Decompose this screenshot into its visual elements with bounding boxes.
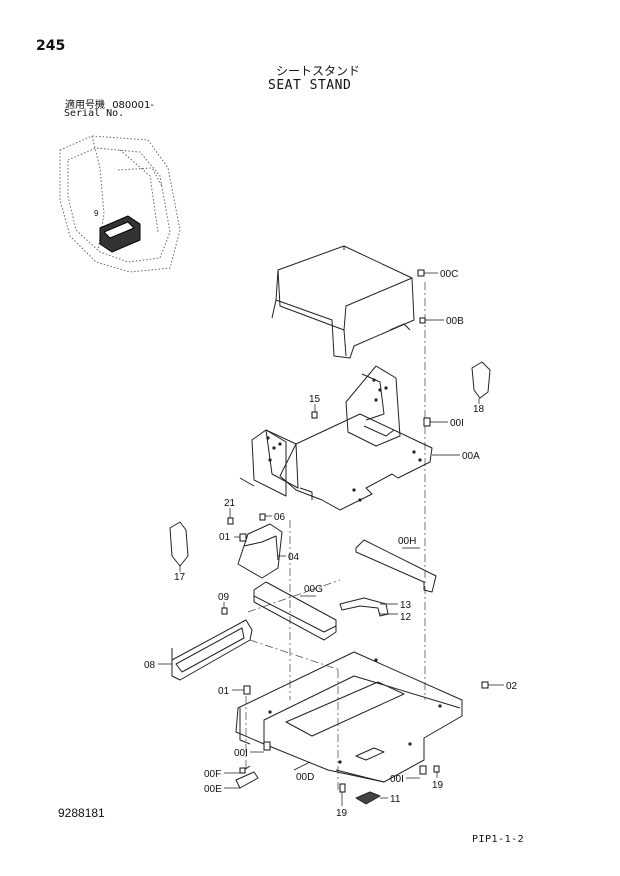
bolt-00C: [417, 269, 425, 277]
part-00G-plate: [253, 581, 337, 641]
callout-02: 02: [506, 681, 518, 692]
bolt-21: [227, 517, 234, 525]
bolt-00B: [419, 317, 426, 324]
part-08-side-cover: [171, 619, 253, 681]
bolt-09: [221, 607, 228, 615]
bolt-00I-left: [263, 741, 271, 751]
callout-11: 11: [390, 794, 401, 805]
bolt-00I-right: [419, 765, 427, 775]
serial-value: 080001-: [112, 100, 154, 111]
thumbnail-marker: 9: [94, 209, 99, 218]
part-04-bracket: [237, 523, 283, 579]
cab-location-thumbnail: [59, 135, 181, 273]
serial-applicability: 適用号機 080001-: [65, 96, 154, 111]
callout-00H: 00H: [398, 536, 416, 547]
page-reference: PIP1-1-2: [472, 834, 525, 845]
callout-19-bottom: 19: [336, 808, 348, 819]
callout-00G: 00G: [304, 584, 323, 595]
callout-00I-left: 00I: [234, 748, 248, 759]
page-number: 245: [36, 38, 66, 54]
callout-00C: 00C: [440, 269, 458, 280]
part-18-knob: [471, 361, 491, 399]
bolt-06: [259, 513, 266, 521]
bolt-00F: [239, 767, 246, 774]
callout-17: 17: [174, 572, 186, 583]
title-english: SEAT STAND: [268, 78, 352, 93]
bolt-15: [311, 411, 318, 419]
callout-labels: 00C 00B 18 15 00I 00A 21 06 01 04 17 00H…: [144, 269, 518, 819]
callout-00F: 00F: [204, 769, 221, 780]
callout-00E: 00E: [204, 784, 222, 795]
leader-lines: [158, 272, 504, 806]
callout-00B: 00B: [446, 316, 464, 327]
bolts: [221, 269, 489, 793]
part-13-12-bracket: [339, 597, 389, 617]
seat-stand-thumbnail: [99, 215, 141, 253]
document-number: 9288181: [58, 806, 105, 820]
callout-01-lower: 01: [218, 686, 230, 697]
callout-04: 04: [288, 552, 300, 563]
serial-label-en: Serial No.: [64, 108, 125, 119]
callout-00A: 00A: [462, 451, 480, 462]
serial-label-jp: 適用号機: [65, 100, 105, 111]
part-11-pad: [355, 791, 381, 805]
callout-21: 21: [224, 498, 236, 509]
callout-00D: 00D: [296, 772, 314, 783]
bolt-00I-top: [423, 417, 431, 427]
callout-08: 08: [144, 660, 156, 671]
callout-00I-top: 00I: [450, 418, 464, 429]
callout-18: 18: [473, 404, 485, 415]
part-00D-base: [235, 651, 463, 783]
bolt-01-upper: [239, 533, 247, 542]
callout-19-right: 19: [432, 780, 444, 791]
callout-06: 06: [274, 512, 286, 523]
part-17-knob: [169, 521, 189, 567]
part-00H-bracket: [355, 539, 437, 593]
title-japanese: シートスタンド: [276, 64, 361, 78]
callout-12: 12: [400, 612, 412, 623]
bolt-19-bottom: [339, 783, 346, 793]
part-00D-holes: [268, 658, 442, 764]
bolt-01-lower: [243, 685, 251, 695]
part-00A-holes: [266, 378, 422, 502]
part-00F-clip: [235, 765, 259, 789]
bolt-02: [481, 681, 489, 689]
callout-00I-right: 00I: [390, 774, 404, 785]
callout-15: 15: [309, 394, 321, 405]
callout-09: 09: [218, 592, 230, 603]
callout-13: 13: [400, 600, 412, 611]
part-00B-cover: [271, 245, 415, 359]
callout-01-upper: 01: [219, 532, 231, 543]
bolt-19-right: [433, 765, 440, 773]
